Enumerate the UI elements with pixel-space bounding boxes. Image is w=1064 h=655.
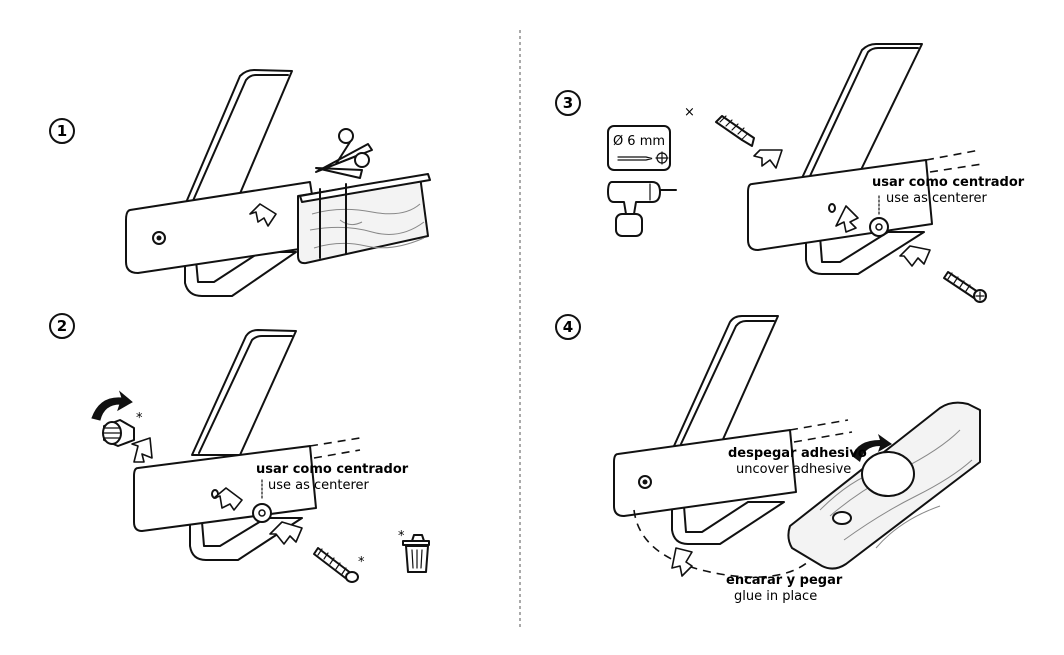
step-3-number: 3 <box>563 94 573 112</box>
step-4-badge <box>555 314 581 340</box>
svg-text:*: * <box>136 411 143 426</box>
step-2-number: 2 <box>57 317 67 335</box>
step-3-panel: 3 Ø 6 mm × usa <box>555 43 1025 303</box>
screw-icon <box>313 547 359 583</box>
hook-upper-arm <box>673 315 779 447</box>
hook-plate <box>613 429 797 517</box>
step-1-panel: 1 <box>49 69 431 297</box>
scissors-icon <box>315 128 373 179</box>
svg-text:*: * <box>358 555 365 570</box>
hook-lower-loop <box>671 501 785 545</box>
rotate-arrow-icon <box>852 434 892 462</box>
centerer-label-en: use as centerer <box>886 191 988 206</box>
step-4-panel: 4 despegar adhesivo uncover adhesive enc… <box>555 314 981 604</box>
centerer-label-es: usar como centrador <box>872 175 1025 190</box>
adhesive-disc <box>861 451 915 497</box>
adhesive-label-es: despegar adhesivo <box>728 446 867 461</box>
step-1-badge <box>49 118 75 144</box>
screw-icon <box>943 271 987 303</box>
drill-size-box <box>607 125 671 171</box>
knob-icon <box>102 419 135 447</box>
drill-size-label: Ø 6 mm <box>613 134 665 149</box>
insert-arrow <box>249 203 277 227</box>
step-2-panel: 2 usar como centrador use as centerer * <box>49 313 430 583</box>
step-3-badge <box>555 90 581 116</box>
step-1-number: 1 <box>57 122 67 140</box>
hook-lower-loop <box>184 251 297 297</box>
svg-text:*: * <box>398 529 405 544</box>
adhesive-label-en: uncover adhesive <box>736 462 851 477</box>
drill-icon <box>607 181 677 237</box>
hook-upper-arm <box>191 329 297 456</box>
hook-lower-loop <box>189 517 303 561</box>
centerer-label-en: use as centerer <box>268 478 370 493</box>
step-4-number: 4 <box>563 318 573 336</box>
hook-lower-loop <box>805 231 925 275</box>
centerer-label-es: usar como centrador <box>256 462 409 477</box>
rotate-arrow-icon <box>91 390 133 421</box>
trash-icon <box>402 534 430 573</box>
glue-label-es: encarar y pegar <box>726 573 843 588</box>
hook-upper-arm <box>801 43 923 179</box>
wall-plug-icon <box>715 115 755 147</box>
glue-label-en: glue in place <box>734 589 817 604</box>
step-2-badge <box>49 313 75 339</box>
svg-text:×: × <box>684 105 695 120</box>
hook-plate <box>125 181 321 274</box>
hook-upper-arm <box>184 69 293 206</box>
